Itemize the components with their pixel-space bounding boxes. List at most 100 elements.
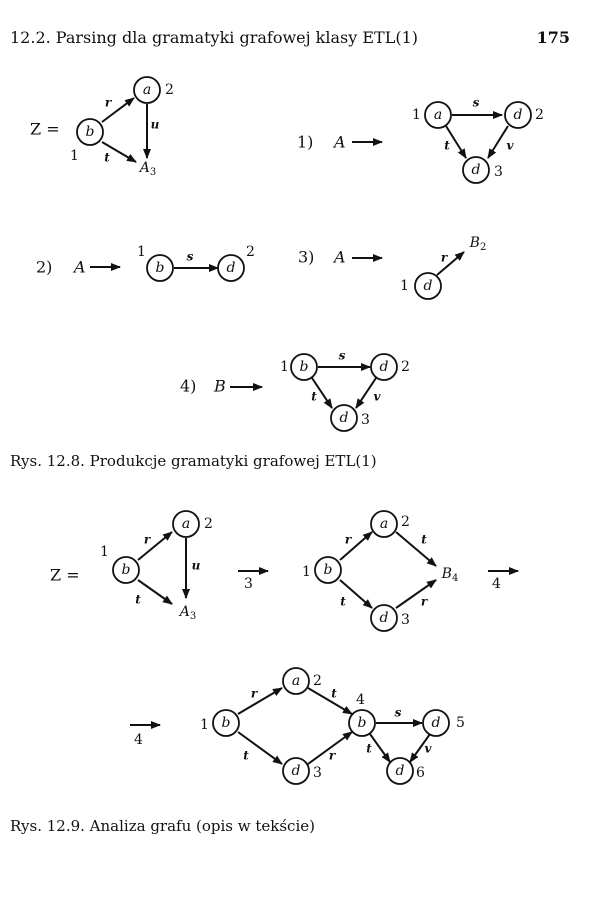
svg-text:3: 3 xyxy=(361,412,370,428)
page-number: 175 xyxy=(536,28,570,47)
svg-text:r: r xyxy=(329,749,337,763)
fig2-final-graph: b a d b d d 1 2 3 4 5 6 r t t r s t v xyxy=(200,667,465,785)
fig2-intermediate-graph: b a d 1 2 3 r t t r B4 xyxy=(302,510,459,632)
svg-text:a: a xyxy=(143,82,151,98)
svg-text:4: 4 xyxy=(356,692,365,708)
fig1-production-4: 4) B b d d 1 2 3 s t v xyxy=(180,349,410,432)
svg-text:t: t xyxy=(421,533,427,547)
svg-text:1: 1 xyxy=(137,244,146,260)
svg-text:t: t xyxy=(340,595,346,609)
production-3-number: 3) xyxy=(298,248,314,267)
fig1-production-1: 1) A a d d 1 2 3 s t v xyxy=(297,96,544,184)
svg-text:2: 2 xyxy=(313,673,322,689)
fig1-start-symbol: Z = xyxy=(30,120,60,139)
svg-text:a: a xyxy=(380,516,388,532)
svg-text:6: 6 xyxy=(416,765,425,781)
svg-text:t: t xyxy=(331,687,337,701)
svg-text:d: d xyxy=(514,107,523,123)
svg-text:u: u xyxy=(151,118,160,132)
svg-text:d: d xyxy=(380,610,389,626)
svg-text:v: v xyxy=(374,390,382,404)
svg-text:a: a xyxy=(434,107,442,123)
production-2-lhs: A xyxy=(72,258,86,277)
svg-text:b: b xyxy=(222,715,231,731)
svg-text:d: d xyxy=(472,162,481,178)
figure-caption-12-9: Rys. 12.9. Analiza grafu (opis w tekście… xyxy=(10,817,315,835)
svg-text:2: 2 xyxy=(401,514,410,530)
svg-text:s: s xyxy=(395,706,402,720)
svg-text:1: 1 xyxy=(200,717,209,733)
svg-text:b: b xyxy=(122,562,131,578)
svg-text:2: 2 xyxy=(165,82,174,98)
svg-text:3: 3 xyxy=(313,765,322,781)
svg-text:1: 1 xyxy=(400,278,409,294)
svg-text:d: d xyxy=(424,278,433,294)
production-3-lhs: A xyxy=(332,248,346,267)
svg-text:b: b xyxy=(156,260,165,276)
svg-text:v: v xyxy=(425,742,433,756)
figure-caption-12-8: Rys. 12.8. Produkcje gramatyki grafowej … xyxy=(10,452,377,470)
svg-text:d: d xyxy=(340,410,349,426)
svg-text:r: r xyxy=(251,687,259,701)
svg-text:r: r xyxy=(345,533,353,547)
fig1-production-2: 2) A b d 1 2 s xyxy=(36,244,255,282)
svg-text:2: 2 xyxy=(204,516,213,532)
svg-text:d: d xyxy=(227,260,236,276)
svg-text:u: u xyxy=(192,559,201,573)
svg-text:1: 1 xyxy=(70,148,79,164)
svg-text:s: s xyxy=(187,250,194,264)
step-arrow-4b: 4 xyxy=(130,721,161,748)
svg-text:b: b xyxy=(324,562,333,578)
svg-text:s: s xyxy=(473,96,480,110)
svg-text:1: 1 xyxy=(280,359,289,375)
svg-text:b: b xyxy=(86,124,95,140)
svg-text:v: v xyxy=(507,139,515,153)
svg-text:A3: A3 xyxy=(138,160,157,178)
svg-text:t: t xyxy=(243,749,249,763)
step-arrow-4a: 4 xyxy=(488,567,519,592)
svg-text:2: 2 xyxy=(401,359,410,375)
step-arrow-3: 3 xyxy=(238,567,269,592)
step-label-4a: 4 xyxy=(492,576,501,592)
svg-text:a: a xyxy=(182,516,190,532)
svg-text:d: d xyxy=(396,763,405,779)
svg-text:t: t xyxy=(104,151,110,165)
fig2-z-graph: Z = b a 2 1 r t u A3 xyxy=(50,510,213,622)
svg-text:b: b xyxy=(300,359,309,375)
svg-text:B2: B2 xyxy=(469,235,487,253)
svg-text:1: 1 xyxy=(412,107,421,123)
svg-text:3: 3 xyxy=(401,612,410,628)
svg-text:s: s xyxy=(339,349,346,363)
svg-text:t: t xyxy=(311,390,317,404)
svg-text:r: r xyxy=(144,533,152,547)
fig1-production-3: 3) A d 1 r B2 xyxy=(298,235,487,300)
svg-text:3: 3 xyxy=(494,164,503,180)
svg-text:t: t xyxy=(135,593,141,607)
step-label-3: 3 xyxy=(244,576,253,592)
step-label-4b: 4 xyxy=(134,732,143,748)
production-1-number: 1) xyxy=(297,133,313,152)
svg-text:A3: A3 xyxy=(178,604,197,622)
production-1-lhs: A xyxy=(332,133,346,152)
production-2-number: 2) xyxy=(36,258,52,277)
svg-text:5: 5 xyxy=(456,715,465,731)
svg-text:t: t xyxy=(366,742,372,756)
svg-text:r: r xyxy=(105,96,113,110)
svg-text:a: a xyxy=(292,673,300,689)
production-4-lhs: B xyxy=(213,377,226,396)
svg-text:B4: B4 xyxy=(441,566,459,584)
svg-text:2: 2 xyxy=(246,244,255,260)
svg-text:r: r xyxy=(421,595,429,609)
svg-text:t: t xyxy=(444,139,450,153)
svg-text:1: 1 xyxy=(302,564,311,580)
svg-text:d: d xyxy=(432,715,441,731)
svg-text:r: r xyxy=(441,251,449,265)
svg-text:b: b xyxy=(358,715,367,731)
svg-text:d: d xyxy=(292,763,301,779)
fig1-z-graph: Z = b a 2 1 r t u A3 xyxy=(30,76,174,178)
svg-text:1: 1 xyxy=(100,544,109,560)
section-title: 12.2. Parsing dla gramatyki grafowej kla… xyxy=(10,28,419,47)
svg-text:2: 2 xyxy=(535,107,544,123)
production-4-number: 4) xyxy=(180,377,196,396)
